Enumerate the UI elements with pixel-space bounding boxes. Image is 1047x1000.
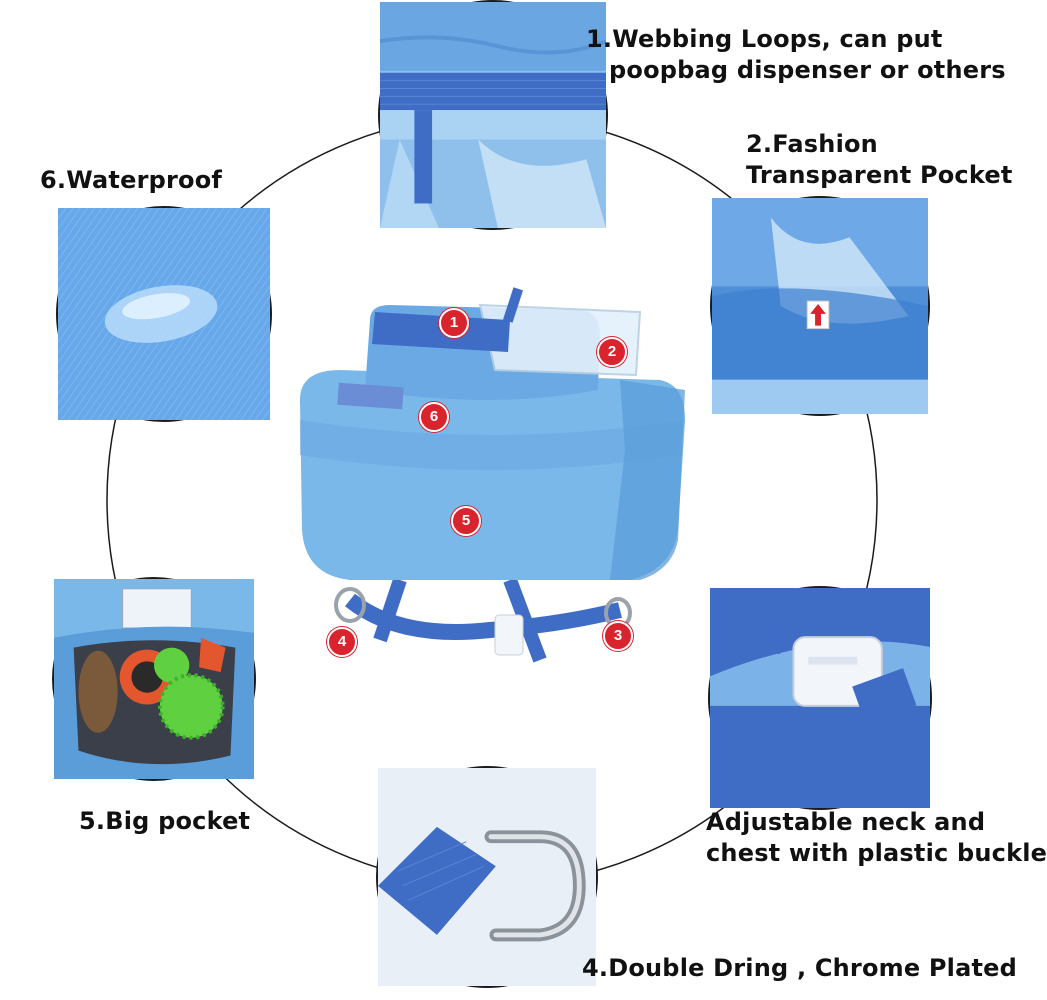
marker-5: 5	[451, 506, 481, 536]
big-pocket-label: 5.Big pocket	[79, 807, 251, 835]
feature-infographic: 1.Webbing Loops, can put poopbag dispens…	[40, 0, 1047, 988]
marker-2: 2	[597, 337, 627, 367]
plastic-buckle-label: Adjustable neck and chest with plastic b…	[706, 808, 1047, 867]
transparent-pocket-label: 2.Fashion Transparent Pocket	[746, 130, 1013, 189]
marker-3: 3	[603, 621, 633, 651]
marker-1: 1	[439, 308, 469, 338]
d-ring-closeup	[376, 766, 598, 988]
backpack-product: 1 2 6 5 3 4	[280, 280, 700, 680]
plastic-buckle-closeup	[708, 586, 932, 810]
webbing-loops-label: 1.Webbing Loops, can put poopbag dispens…	[586, 25, 1006, 84]
webbing-loop-closeup	[378, 0, 608, 230]
marker-4: 4	[327, 627, 357, 657]
water-droplet-closeup	[56, 206, 272, 422]
double-dring-label: 4.Double Dring , Chrome Plated	[582, 954, 1018, 982]
waterproof-label: 6.Waterproof	[40, 166, 223, 194]
transparent-pocket-closeup	[710, 196, 930, 416]
big-pocket-closeup	[52, 577, 256, 781]
marker-6: 6	[419, 402, 449, 432]
